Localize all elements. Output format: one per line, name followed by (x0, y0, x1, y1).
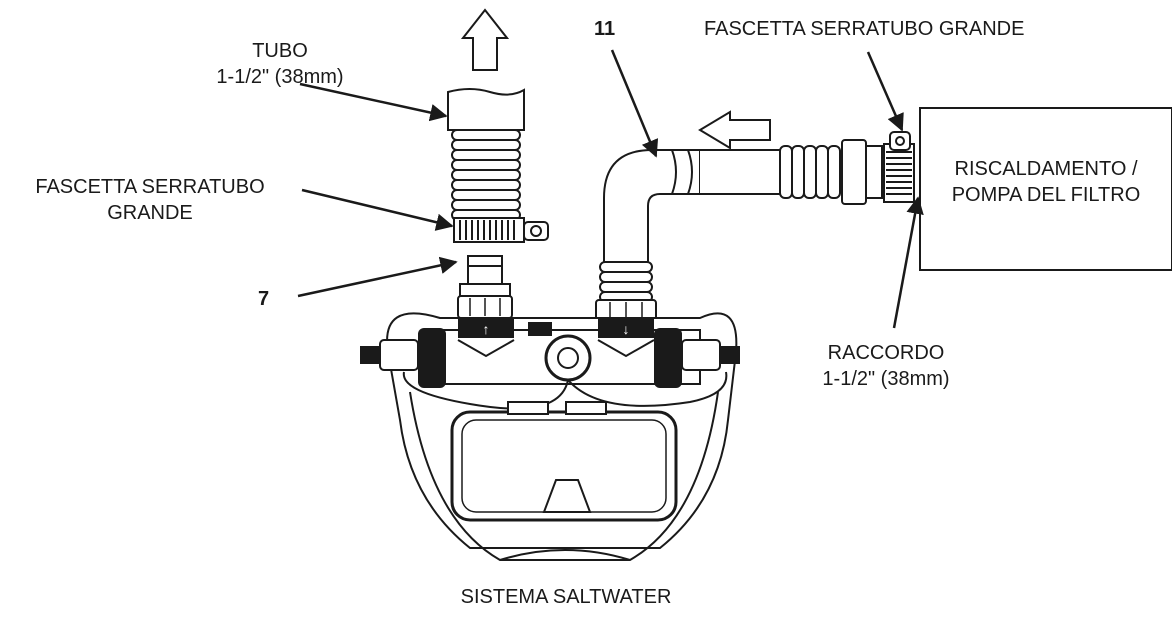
left-clamp-line1: FASCETTA SERRATUBO (35, 176, 265, 198)
vertical-hose (447, 88, 525, 221)
left-hose-clamp (453, 217, 549, 243)
saltwater-system-unit: ↑ ↓ (360, 312, 740, 561)
leader-fitting (892, 196, 924, 329)
left-clamp-label: FASCETTA SERRATUBO GRANDE (0, 174, 300, 226)
elbow-hose (595, 149, 781, 323)
leader-left-clamp (301, 188, 454, 231)
svg-text:↓: ↓ (623, 321, 630, 337)
fitting-title: RACCORDO (827, 342, 945, 364)
heater-connector-hose (779, 139, 883, 205)
heater-line2: POMPA DEL FILTRO (951, 184, 1141, 206)
right-clamp-label: FASCETTA SERRATUBO GRANDE (704, 18, 1025, 40)
leader-hose (299, 82, 448, 122)
svg-text:↑: ↑ (483, 321, 490, 337)
hose-label: TUBO 1-1/2" (38mm) (200, 38, 360, 90)
part-7-label: 7 (258, 288, 270, 310)
barb-fitting (457, 255, 513, 319)
leader-part-7 (297, 256, 458, 298)
leader-part-11 (610, 49, 659, 158)
fitting-label: RACCORDO 1-1/2" (38mm) (800, 340, 972, 392)
fitting-size: 1-1/2" (38mm) (822, 368, 950, 390)
heater-pump-box (919, 107, 1172, 271)
hose-title: TUBO (252, 40, 308, 62)
heater-pump-label: RISCALDAMENTO / POMPA DEL FILTRO (922, 156, 1170, 208)
upward-flow-arrow (460, 8, 510, 71)
left-clamp-line2: GRANDE (107, 202, 193, 224)
heater-line1: RISCALDAMENTO / (954, 158, 1138, 180)
system-caption: SISTEMA SALTWATER (460, 586, 672, 608)
leader-right-clamp (866, 51, 904, 132)
part-11-label: 11 (594, 18, 616, 40)
hose-size: 1-1/2" (38mm) (216, 66, 344, 88)
leftward-flow-arrow (698, 110, 771, 150)
right-hose-clamp (883, 131, 915, 203)
